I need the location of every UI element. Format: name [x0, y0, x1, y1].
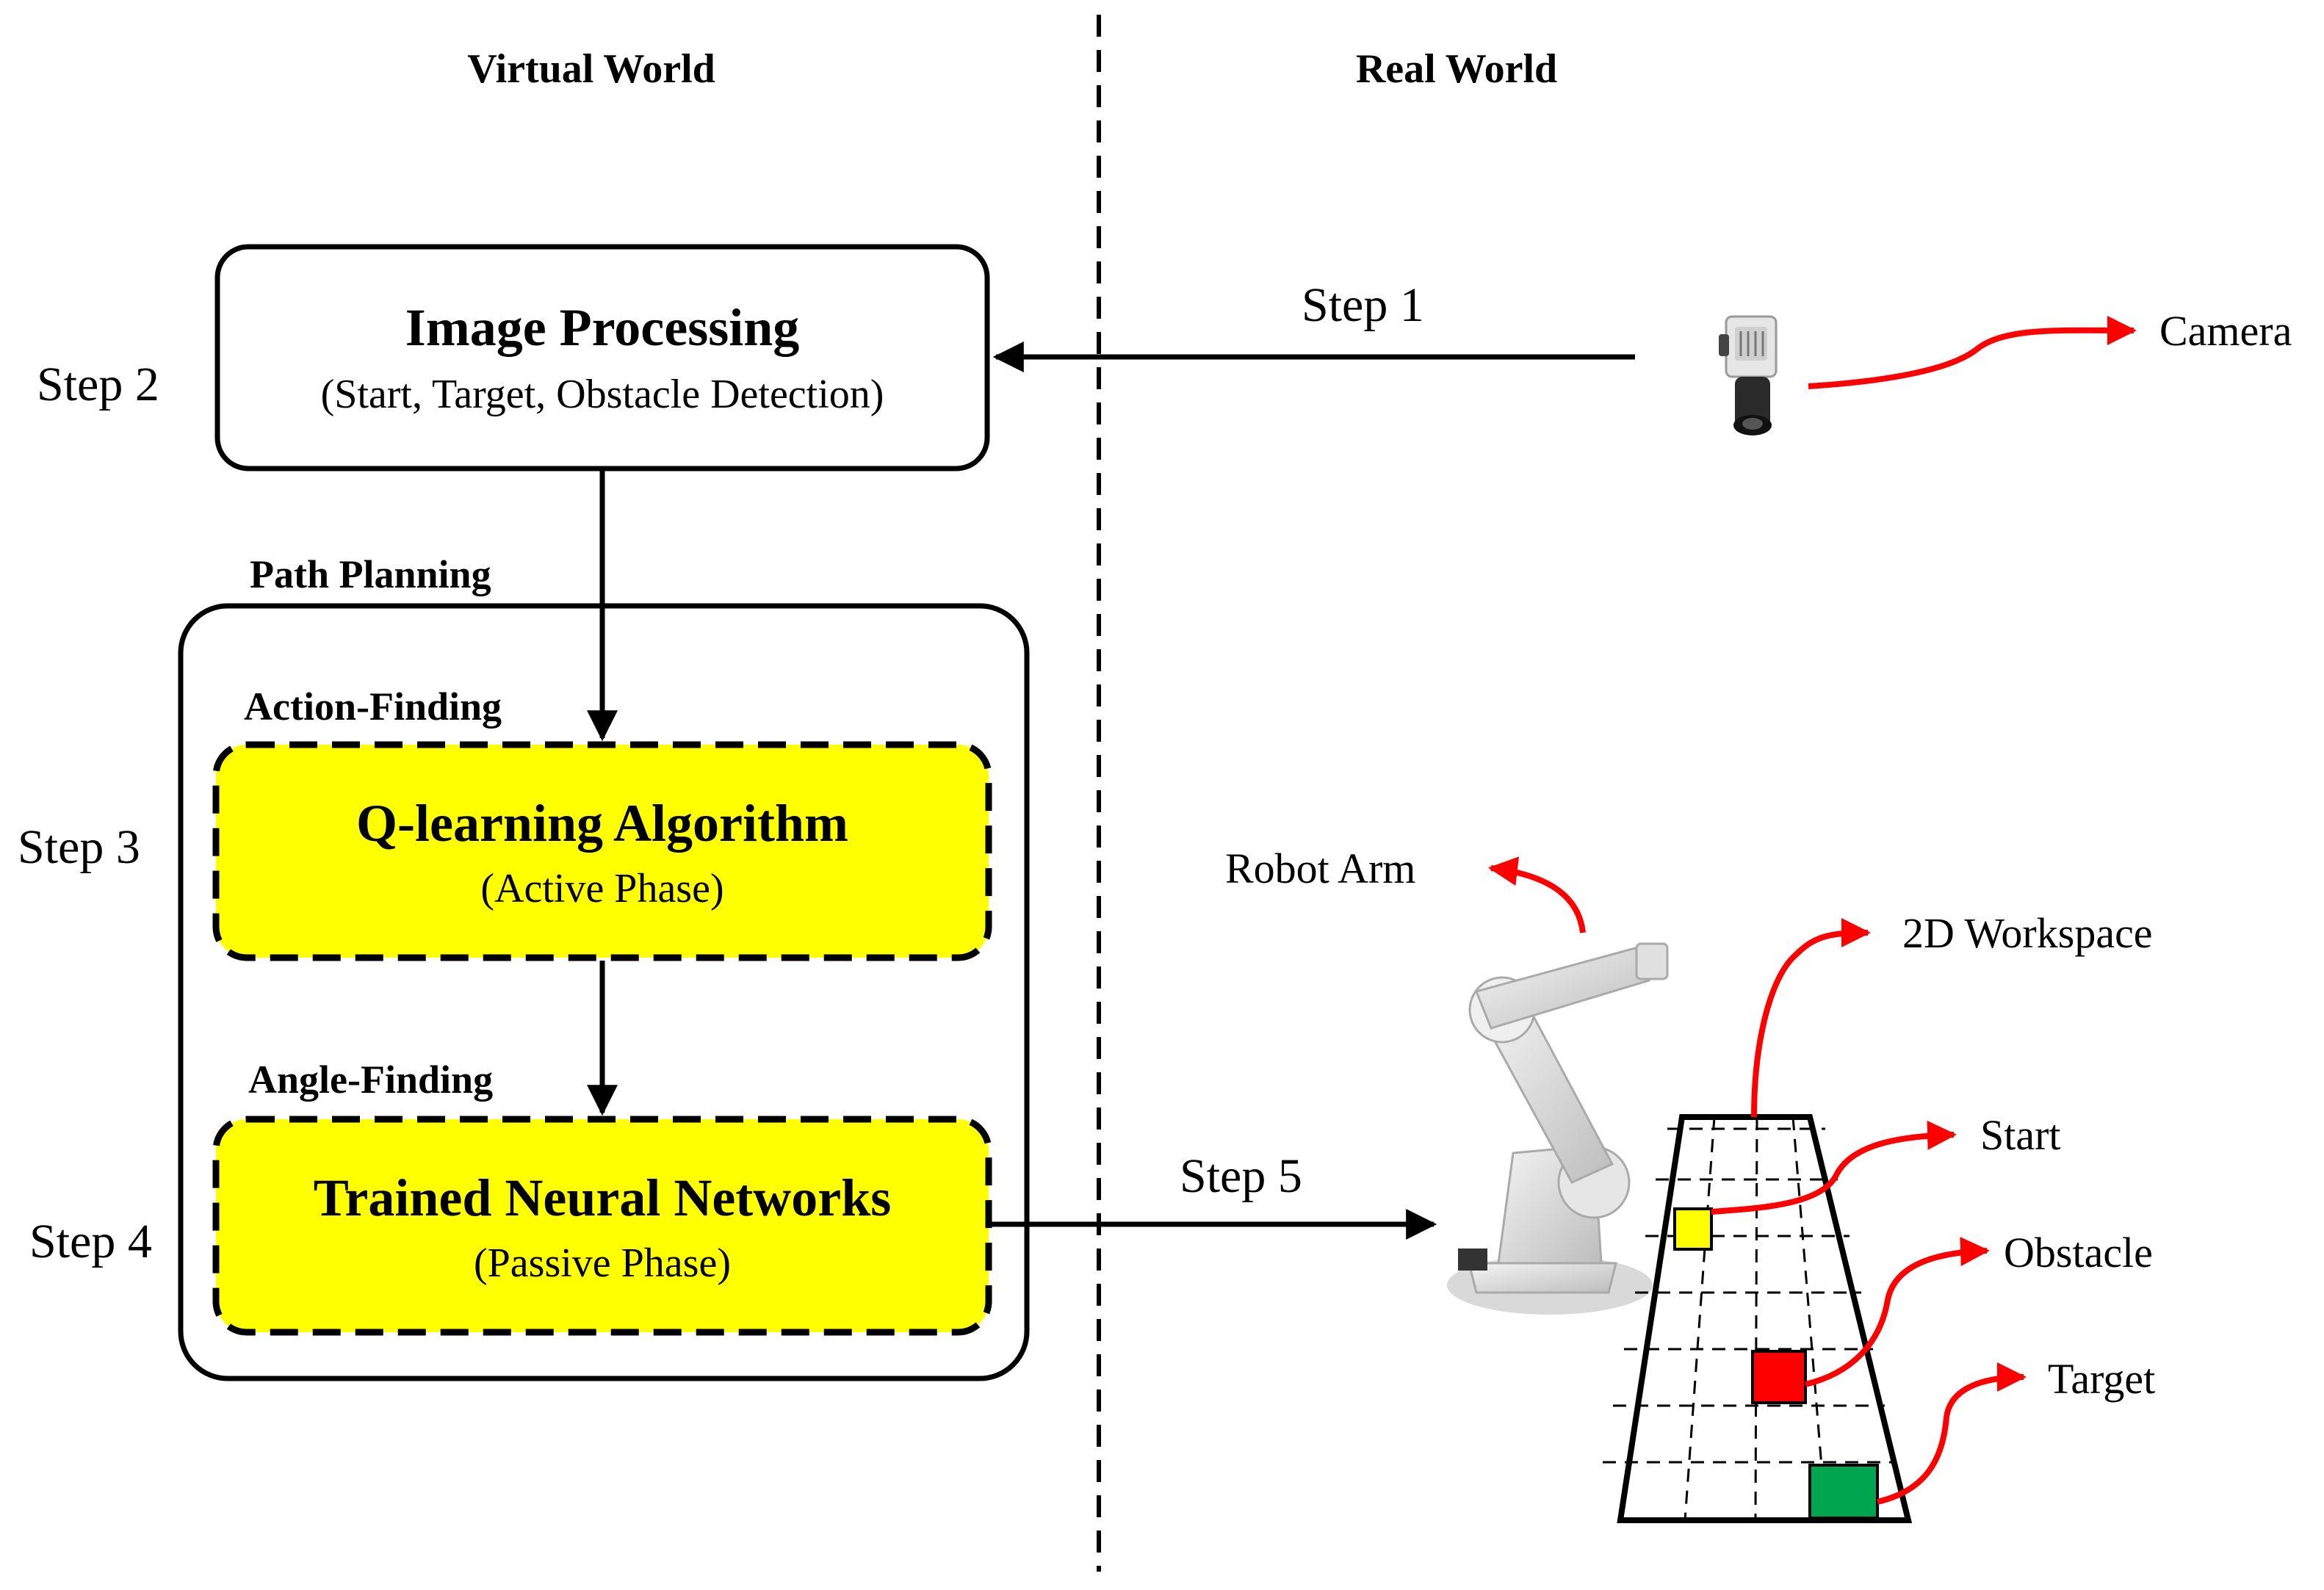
neural-networks-subtitle: (Passive Phase)	[474, 1240, 731, 1286]
target-cell	[1808, 1464, 1879, 1519]
step-1-label: Step 1	[1302, 278, 1424, 332]
target-pointer-arrow	[1877, 1362, 2027, 1505]
step-5-label: Step 5	[1180, 1149, 1302, 1203]
neural-networks-box: Trained Neural Networks (Passive Phase)	[212, 1116, 992, 1336]
step-3-label: Step 3	[18, 820, 140, 874]
image-processing-title: Image Processing	[405, 298, 800, 357]
neural-networks-title: Trained Neural Networks	[314, 1168, 892, 1227]
obstacle-cell	[1751, 1350, 1807, 1404]
camera-icon	[1719, 315, 1778, 436]
angle-finding-label: Angle-Finding	[248, 1058, 493, 1102]
start-label: Start	[1980, 1111, 2061, 1159]
start-cell	[1673, 1207, 1713, 1251]
image-processing-subtitle: (Start, Target, Obstacle Detection)	[321, 372, 884, 417]
image-processing-box: Image Processing (Start, Target, Obstacl…	[214, 244, 990, 471]
obstacle-label: Obstacle	[2004, 1229, 2153, 1276]
workspace-label: 2D Workspace	[1902, 909, 2153, 957]
real-world-heading: Real World	[1356, 46, 1557, 92]
robot-arm-icon	[1447, 942, 1669, 1315]
target-label: Target	[2048, 1355, 2155, 1403]
q-learning-title: Q-learning Algorithm	[356, 794, 848, 853]
camera-label: Camera	[2159, 307, 2292, 355]
step-4-label: Step 4	[29, 1215, 152, 1268]
action-finding-label: Action-Finding	[244, 684, 502, 729]
step-2-label: Step 2	[37, 358, 159, 411]
workspace-grid	[1603, 1114, 1913, 1523]
camera-pointer-arrow	[1808, 315, 2137, 389]
q-learning-subtitle: (Active Phase)	[480, 866, 723, 911]
robot-arm-pointer-arrow	[1488, 856, 1586, 933]
robot-arm-label: Robot Arm	[1225, 845, 1415, 892]
virtual-world-heading: Virtual World	[467, 46, 715, 92]
q-learning-box: Q-learning Algorithm (Active Phase)	[212, 741, 992, 961]
workspace-pointer-arrow	[1751, 918, 1871, 1118]
obstacle-pointer-arrow	[1805, 1237, 1990, 1387]
start-pointer-arrow	[1711, 1120, 1957, 1215]
path-planning-label: Path Planning	[250, 552, 491, 596]
